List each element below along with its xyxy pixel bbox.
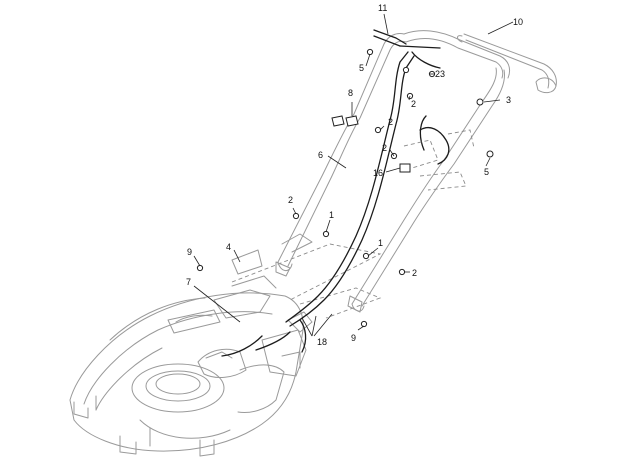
- callout-10: 10: [513, 17, 523, 27]
- callout-4: 4: [226, 242, 231, 252]
- bail-bar: [373, 29, 441, 69]
- callout-16: 16: [373, 168, 383, 178]
- left-handle-tube: [277, 33, 407, 271]
- callout-5: 5: [484, 167, 489, 177]
- callout-9: 9: [187, 247, 192, 257]
- callout-8: 8: [348, 88, 353, 98]
- callout-5: 5: [359, 63, 364, 73]
- callout-7: 7: [186, 277, 191, 287]
- upper-handle-bar: [403, 30, 557, 94]
- handle-brackets: [231, 233, 363, 333]
- callout-11: 11: [378, 3, 387, 13]
- control-cables: [221, 51, 450, 357]
- callout-18: 18: [317, 337, 327, 347]
- callout-2: 2: [382, 143, 387, 153]
- callout-1: 1: [378, 238, 383, 248]
- callout-1: 1: [329, 210, 334, 220]
- cable-clip: [399, 129, 475, 191]
- callout-9: 9: [351, 333, 356, 343]
- callout-2: 2: [388, 117, 393, 127]
- callout-2: 2: [288, 195, 293, 205]
- callout-2: 2: [411, 99, 416, 109]
- callout-2: 2: [412, 268, 417, 278]
- hardware: [196, 48, 494, 328]
- leader-lines: [193, 13, 514, 337]
- callout-3: 3: [506, 95, 511, 105]
- callout-6: 6: [318, 150, 323, 160]
- callout-23: 23: [435, 69, 445, 79]
- callouts: 11 10 5 23 2 3 8 2 6 2 16 5 2 1 9 4 1 2 …: [186, 3, 523, 347]
